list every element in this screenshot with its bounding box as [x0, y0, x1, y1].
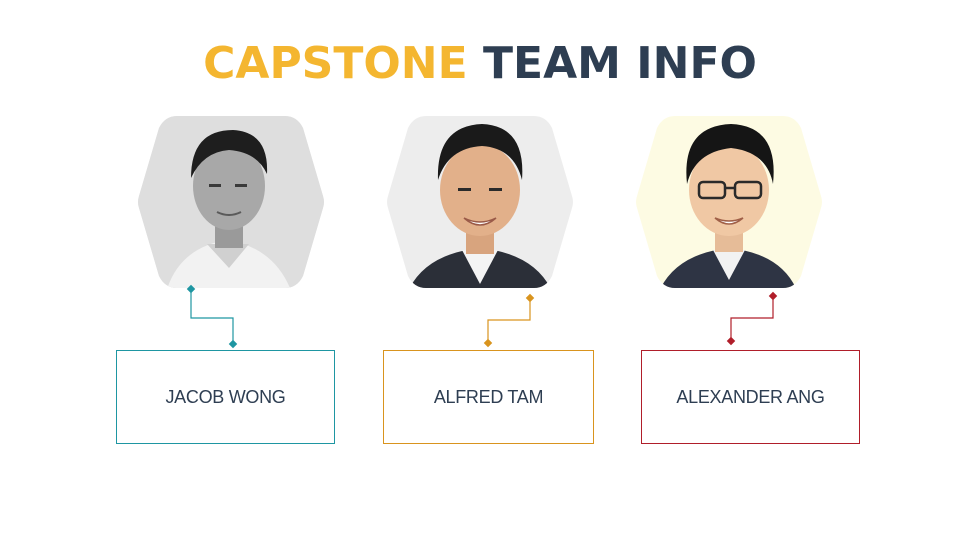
member-photo-alexander-ang: [635, 108, 823, 296]
page-title: CAPSTONE TEAM INFO: [0, 38, 960, 89]
member-name: JACOB WONG: [165, 387, 285, 408]
connector-node: [229, 340, 237, 348]
name-box-alfred-tam: ALFRED TAM: [383, 350, 594, 444]
member-name: ALEXANDER ANG: [676, 387, 824, 408]
connector-node: [484, 339, 492, 347]
connector-node: [727, 337, 735, 345]
name-box-jacob-wong: JACOB WONG: [116, 350, 335, 444]
member-photo-jacob-wong: [137, 108, 325, 296]
name-box-alexander-ang: ALEXANDER ANG: [641, 350, 860, 444]
title-accent: CAPSTONE: [203, 38, 468, 89]
member-photo-alfred-tam: [386, 108, 574, 296]
connector-alfred-tam: [484, 294, 534, 347]
connector-alexander-ang: [727, 292, 777, 345]
title-main: TEAM INFO: [483, 38, 757, 89]
member-name: ALFRED TAM: [434, 387, 543, 408]
